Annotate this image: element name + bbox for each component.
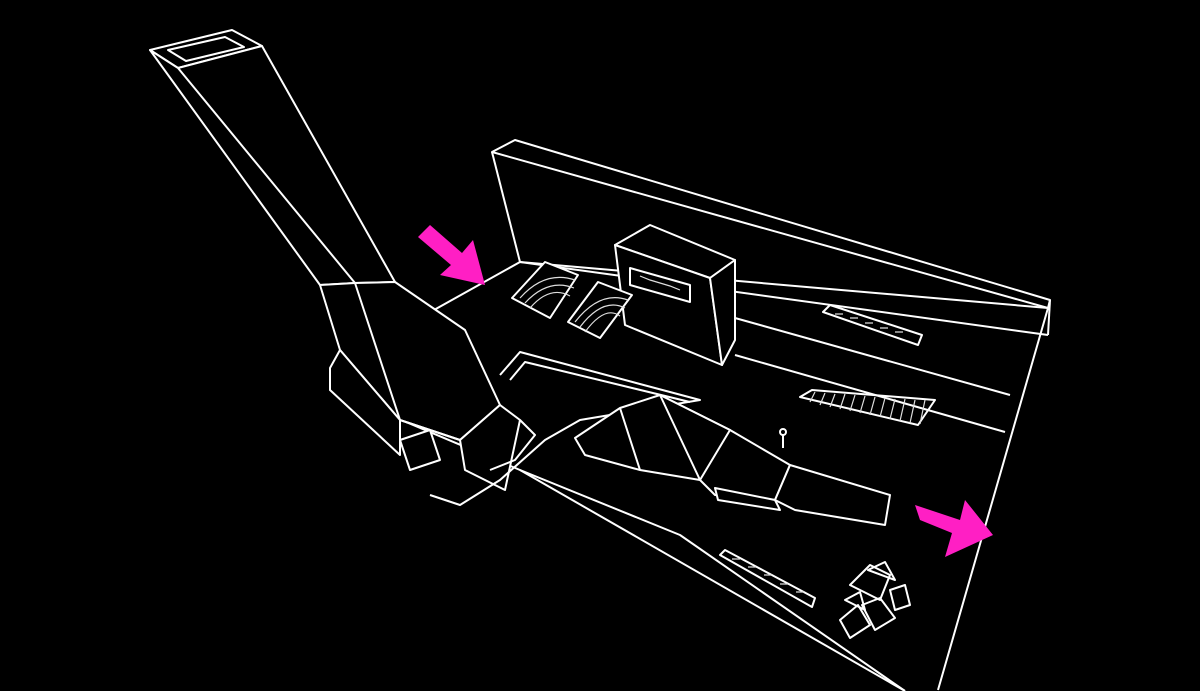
display-block: [614, 224, 736, 366]
entry-arrow-icon: [418, 225, 485, 285]
exit-arrow-icon: [915, 500, 993, 557]
human-figure: [779, 428, 787, 448]
bench-back: [822, 304, 923, 346]
chimney-tower: [149, 29, 521, 491]
bench-front: [719, 549, 816, 608]
seating: [511, 261, 633, 339]
ramp-sequence: [574, 394, 891, 526]
rubble: [839, 561, 911, 639]
stair: [799, 389, 936, 426]
trench: [429, 351, 701, 506]
back-wall: [491, 139, 1051, 433]
